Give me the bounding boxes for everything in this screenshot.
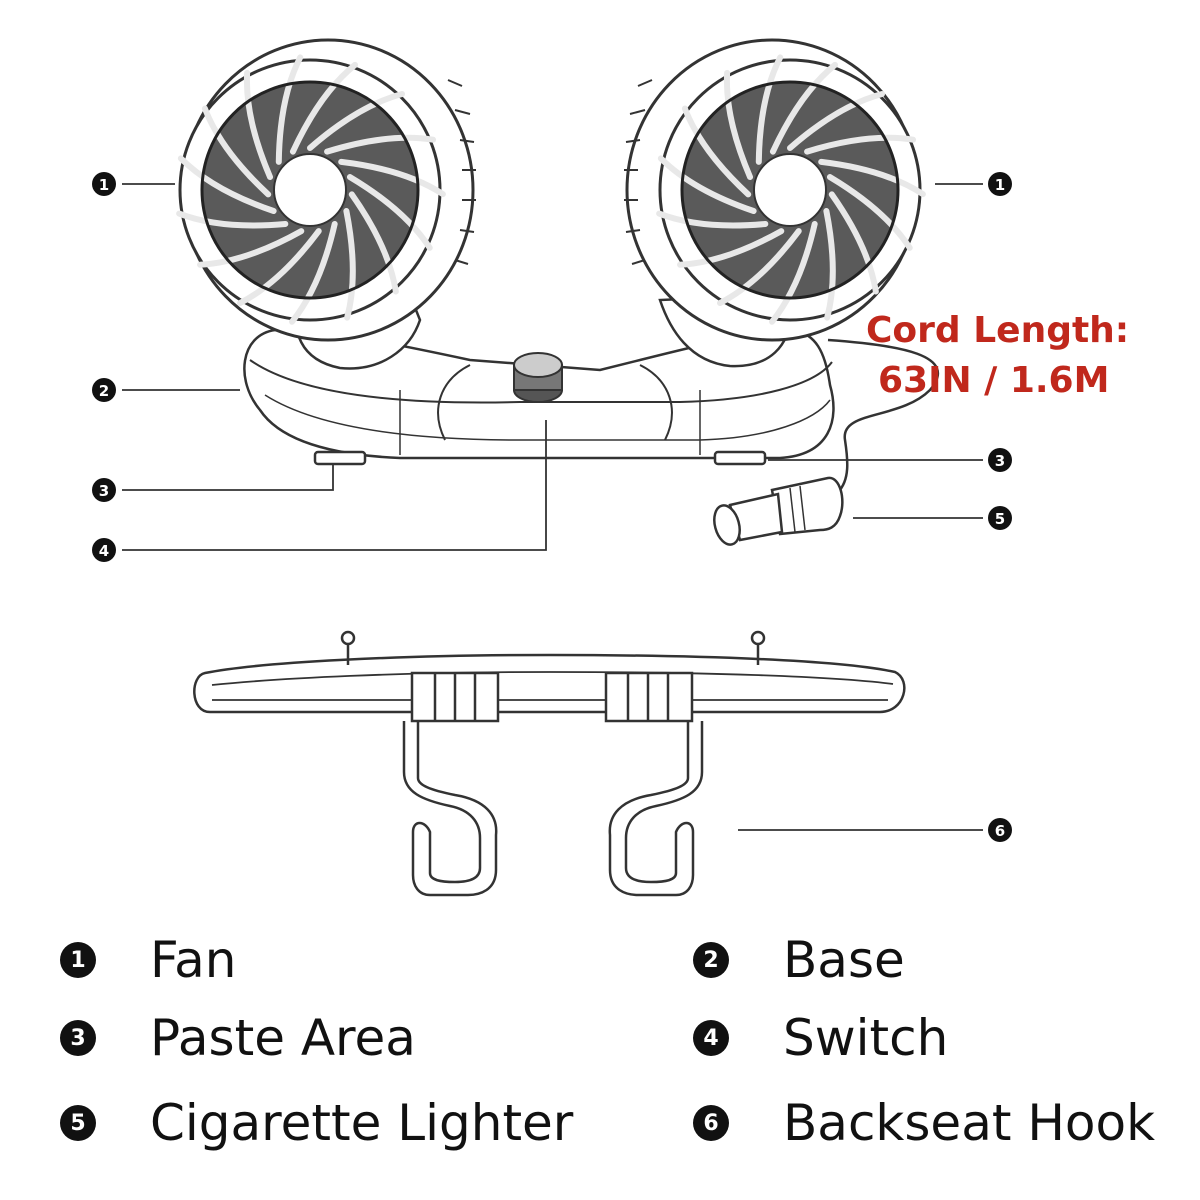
- legend-item-backseat-hook: 6 Backseat Hook: [693, 1083, 729, 1163]
- switch-knob: [514, 353, 562, 402]
- legend-label: Backseat Hook: [783, 1094, 1155, 1152]
- svg-text:3: 3: [99, 482, 109, 500]
- cord-length-label: Cord Length:: [866, 310, 1129, 351]
- legend-label: Switch: [783, 1009, 948, 1067]
- svg-text:1: 1: [99, 176, 109, 194]
- callout-paste-right: 3: [988, 448, 1012, 472]
- callout-hook: 6: [988, 818, 1012, 842]
- legend-badge: 2: [693, 942, 729, 978]
- legend-badge: 4: [693, 1020, 729, 1056]
- cord-length-value: 63IN / 1.6M: [878, 360, 1109, 401]
- callout-base: 2: [92, 378, 116, 402]
- legend-label: Paste Area: [150, 1009, 416, 1067]
- svg-text:3: 3: [995, 452, 1005, 470]
- legend-label: Base: [783, 931, 905, 989]
- legend-item-paste-area: 3 Paste Area: [60, 998, 96, 1078]
- legend-label: Fan: [150, 931, 237, 989]
- callout-lighter: 5: [988, 506, 1012, 530]
- callout-fan-right: 1: [988, 172, 1012, 196]
- svg-text:2: 2: [99, 382, 109, 400]
- right-fan: [624, 40, 923, 340]
- backseat-hook: [194, 632, 904, 895]
- cigarette-lighter-plug: [710, 478, 842, 548]
- svg-text:1: 1: [995, 176, 1005, 194]
- callout-fan-left: 1: [92, 172, 116, 196]
- legend-badge: 5: [60, 1105, 96, 1141]
- svg-text:5: 5: [995, 510, 1005, 528]
- left-fan: [179, 40, 476, 340]
- legend-badge: 3: [60, 1020, 96, 1056]
- legend-badge: 1: [60, 942, 96, 978]
- legend-item-cigarette-lighter: 5 Cigarette Lighter: [60, 1083, 96, 1163]
- parts-legend: 1 Fan 2 Base 3 Paste Area 4 Switch 5 Cig…: [0, 920, 1200, 1200]
- fan-diagram: 1 1 2 3 3 4 5 6 Cord Length: 63IN / 1.6M: [0, 0, 1200, 920]
- legend-badge: 6: [693, 1105, 729, 1141]
- legend-item-base: 2 Base: [693, 920, 729, 1000]
- svg-text:4: 4: [99, 542, 109, 560]
- callout-paste-left: 3: [92, 478, 116, 502]
- legend-item-fan: 1 Fan: [60, 920, 96, 1000]
- legend-item-switch: 4 Switch: [693, 998, 729, 1078]
- legend-label: Cigarette Lighter: [150, 1094, 573, 1152]
- svg-text:6: 6: [995, 822, 1005, 840]
- callout-switch: 4: [92, 538, 116, 562]
